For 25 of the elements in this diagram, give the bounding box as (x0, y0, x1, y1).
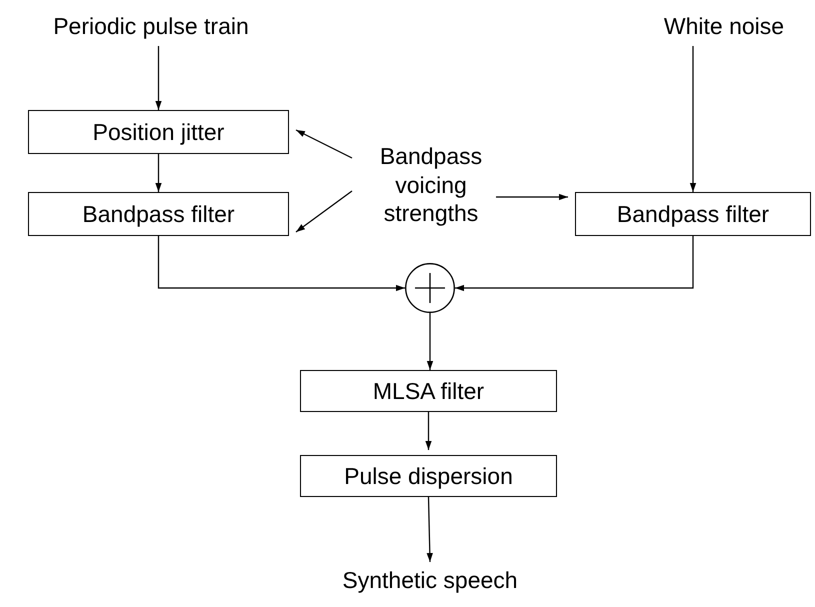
arrow (158, 236, 405, 292)
arrow (296, 129, 352, 159)
arrow (426, 496, 433, 562)
arrow (496, 194, 568, 200)
arrow (455, 236, 694, 292)
process-box (575, 192, 811, 236)
arrow (426, 313, 434, 370)
text-label: Synthetic speech (342, 566, 518, 594)
box-label: Bandpass filter (82, 200, 235, 228)
box-label: Bandpass filter (616, 200, 770, 228)
box-label: MLSA filter (372, 376, 484, 406)
process-box (300, 370, 557, 412)
box-label: Pulse dispersion (344, 462, 513, 490)
arrow (296, 190, 352, 232)
arrow (155, 46, 162, 110)
process-box (300, 455, 557, 497)
text-label: Bandpass voicing strengths (378, 142, 484, 228)
text-label: White noise (664, 12, 784, 40)
process-box (28, 110, 289, 154)
arrow (690, 46, 696, 192)
arrow (155, 154, 162, 192)
process-box (28, 192, 289, 236)
arrow (425, 412, 432, 450)
text-label: Periodic pulse train (53, 12, 249, 40)
box-label: Position jitter (92, 118, 224, 146)
